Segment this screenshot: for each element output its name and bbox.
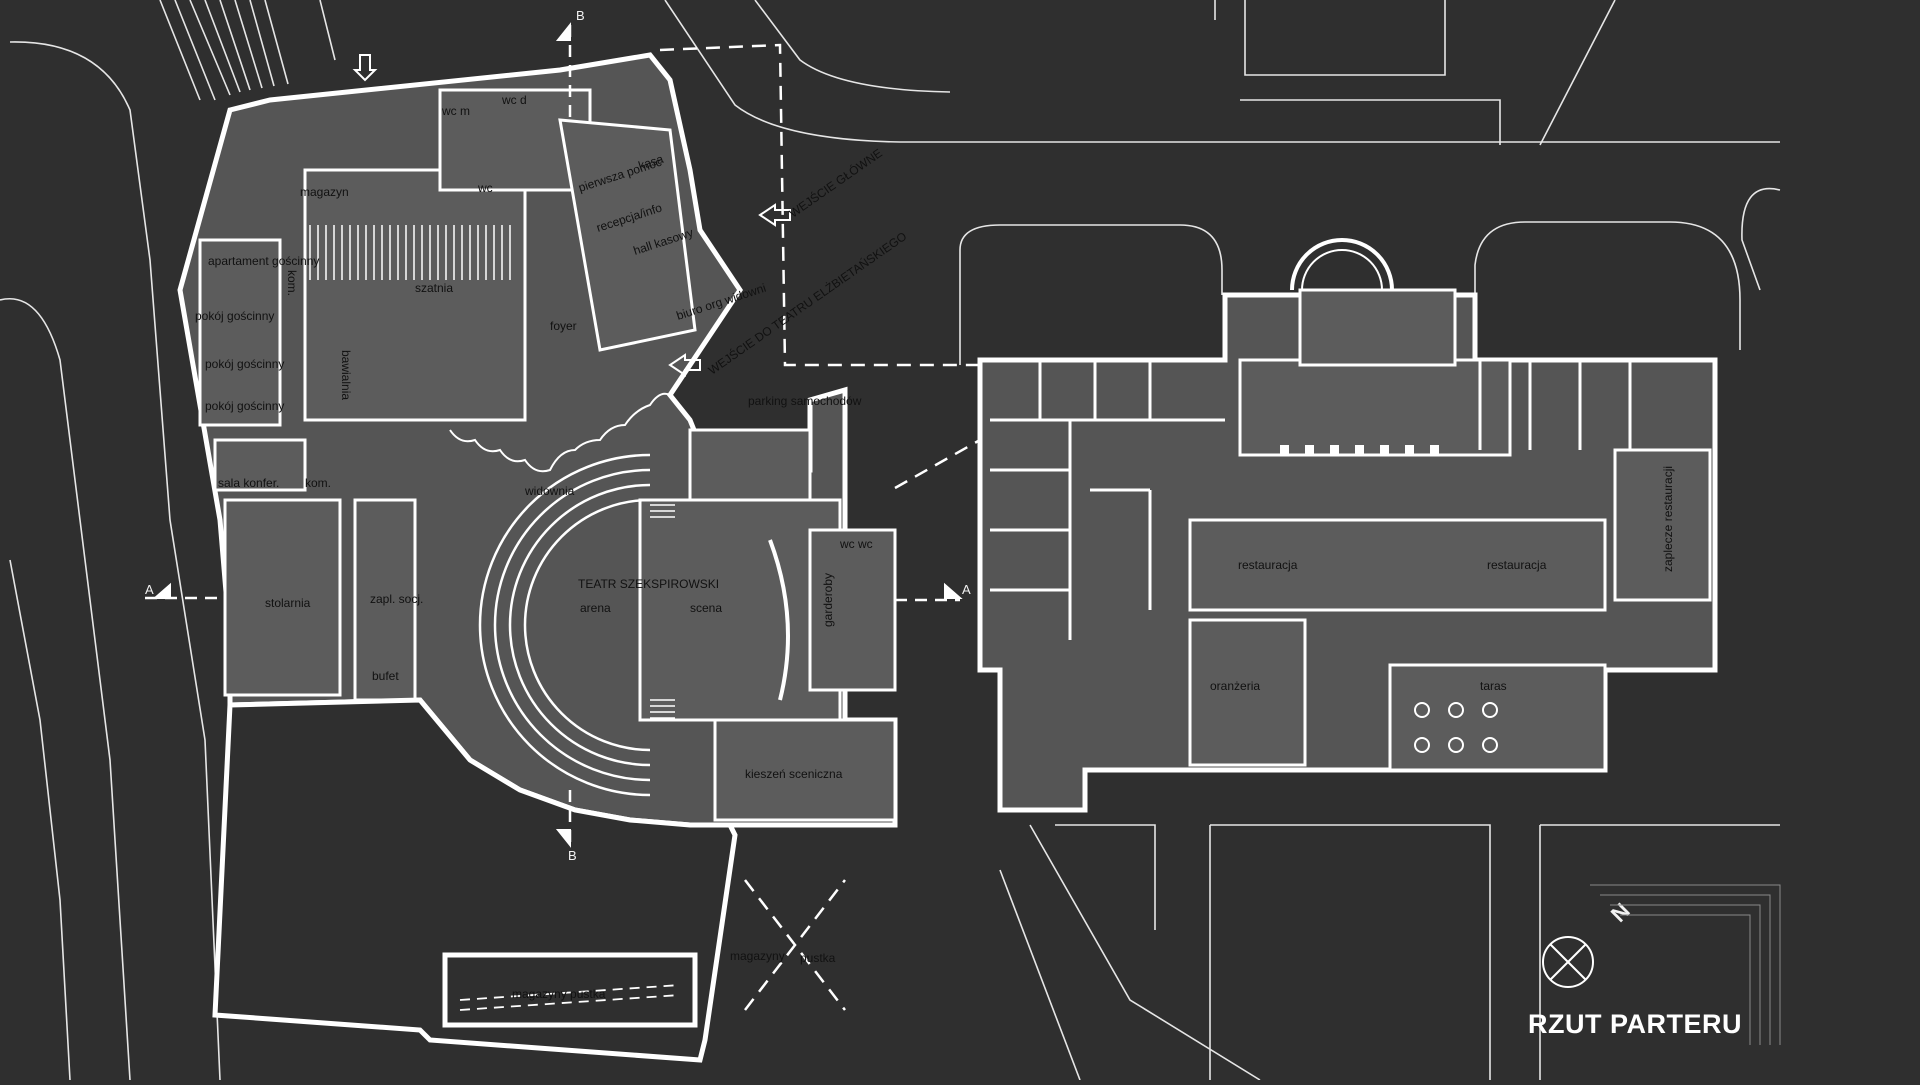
- hall-kasowy-block: [558, 118, 697, 352]
- oranzeria-block: [1188, 618, 1307, 767]
- kieszen-block: [713, 718, 897, 822]
- scena-block: [638, 498, 842, 722]
- label-kom-1: kom.: [285, 270, 299, 296]
- label-oranzeria: oranżeria: [1210, 679, 1260, 693]
- label-szatnia: szatnia: [415, 281, 453, 295]
- label-magazyn: magazyn: [300, 185, 349, 199]
- label-pokoj-2: pokój gościnny: [205, 357, 284, 371]
- label-restauracja-1: restauracja: [1238, 558, 1298, 572]
- label-pokoj-3: pokój gościnny: [205, 399, 284, 413]
- label-pustka: pustka: [800, 951, 836, 965]
- stolarnia-block: [223, 498, 342, 697]
- label-kieszen: kieszeń sceniczna: [745, 767, 843, 781]
- garderoby-block: [808, 528, 897, 692]
- label-teatr: TEATR SZEKSPIROWSKI: [578, 577, 719, 591]
- zaplecze-block: [1613, 448, 1712, 602]
- label-parking: parking samochodów: [748, 394, 862, 408]
- label-bufet: bufet: [372, 669, 399, 683]
- site-lines: [0, 0, 1781, 1081]
- label-wejscie-glowne: WEJŚCIE GŁÓWNE: [786, 145, 885, 220]
- restaurant-building: [977, 238, 1718, 813]
- label-wc: wc: [477, 181, 493, 195]
- label-taras: taras: [1480, 679, 1507, 693]
- entrance-arrows: [352, 54, 791, 377]
- restauracja-block: [1188, 518, 1607, 612]
- section-a-right: A: [962, 582, 971, 597]
- label-magazyny: magazyny: [730, 949, 785, 963]
- section-b-bottom: B: [568, 848, 577, 863]
- label-stolarnia: stolarnia: [265, 596, 311, 610]
- label-wc-wc: wc wc: [839, 537, 873, 551]
- north-arrow: [1542, 936, 1594, 988]
- label-restauracja-2: restauracja: [1487, 558, 1547, 572]
- section-markers: [152, 22, 963, 848]
- restaurant-labels: restauracja restauracja zaplecze restaur…: [1210, 466, 1675, 693]
- label-wc-m: wc m: [441, 104, 470, 118]
- label-scena: scena: [690, 601, 722, 615]
- dashed-boundary: [659, 43, 981, 1011]
- drawing-title: RZUT PARTERU: [1528, 1009, 1742, 1039]
- label-magazyny-pustka: magazyny pustka: [512, 987, 606, 1001]
- label-sala-konfer: sala konfer.: [218, 476, 279, 490]
- north-label: N: [1606, 898, 1635, 927]
- label-bawialnia: bawialnia: [339, 350, 353, 400]
- section-a-left: A: [145, 582, 154, 597]
- storage-block: [212, 697, 738, 1063]
- label-pokoj-1: pokój gościnny: [195, 309, 274, 323]
- label-wc-d: wc d: [501, 93, 527, 107]
- szatnia-block: [303, 168, 527, 422]
- label-arena: arena: [580, 601, 611, 615]
- taras-tables: [1414, 702, 1498, 753]
- label-apartament: apartament gościnny: [208, 254, 319, 268]
- stair-hatch-corner: [1590, 884, 1781, 1045]
- label-kom-2: kom.: [305, 476, 331, 490]
- label-zaplecze: zaplecze restauracji: [1661, 466, 1675, 572]
- label-widownia: widownia: [524, 484, 575, 498]
- label-garderoby: garderoby: [821, 573, 835, 627]
- label-foyer: foyer: [550, 319, 577, 333]
- label-zapl-soc: zapl. socj.: [370, 592, 423, 606]
- section-b-top: B: [576, 8, 585, 23]
- taras-block: [1388, 663, 1607, 772]
- theatre-building: [177, 52, 898, 828]
